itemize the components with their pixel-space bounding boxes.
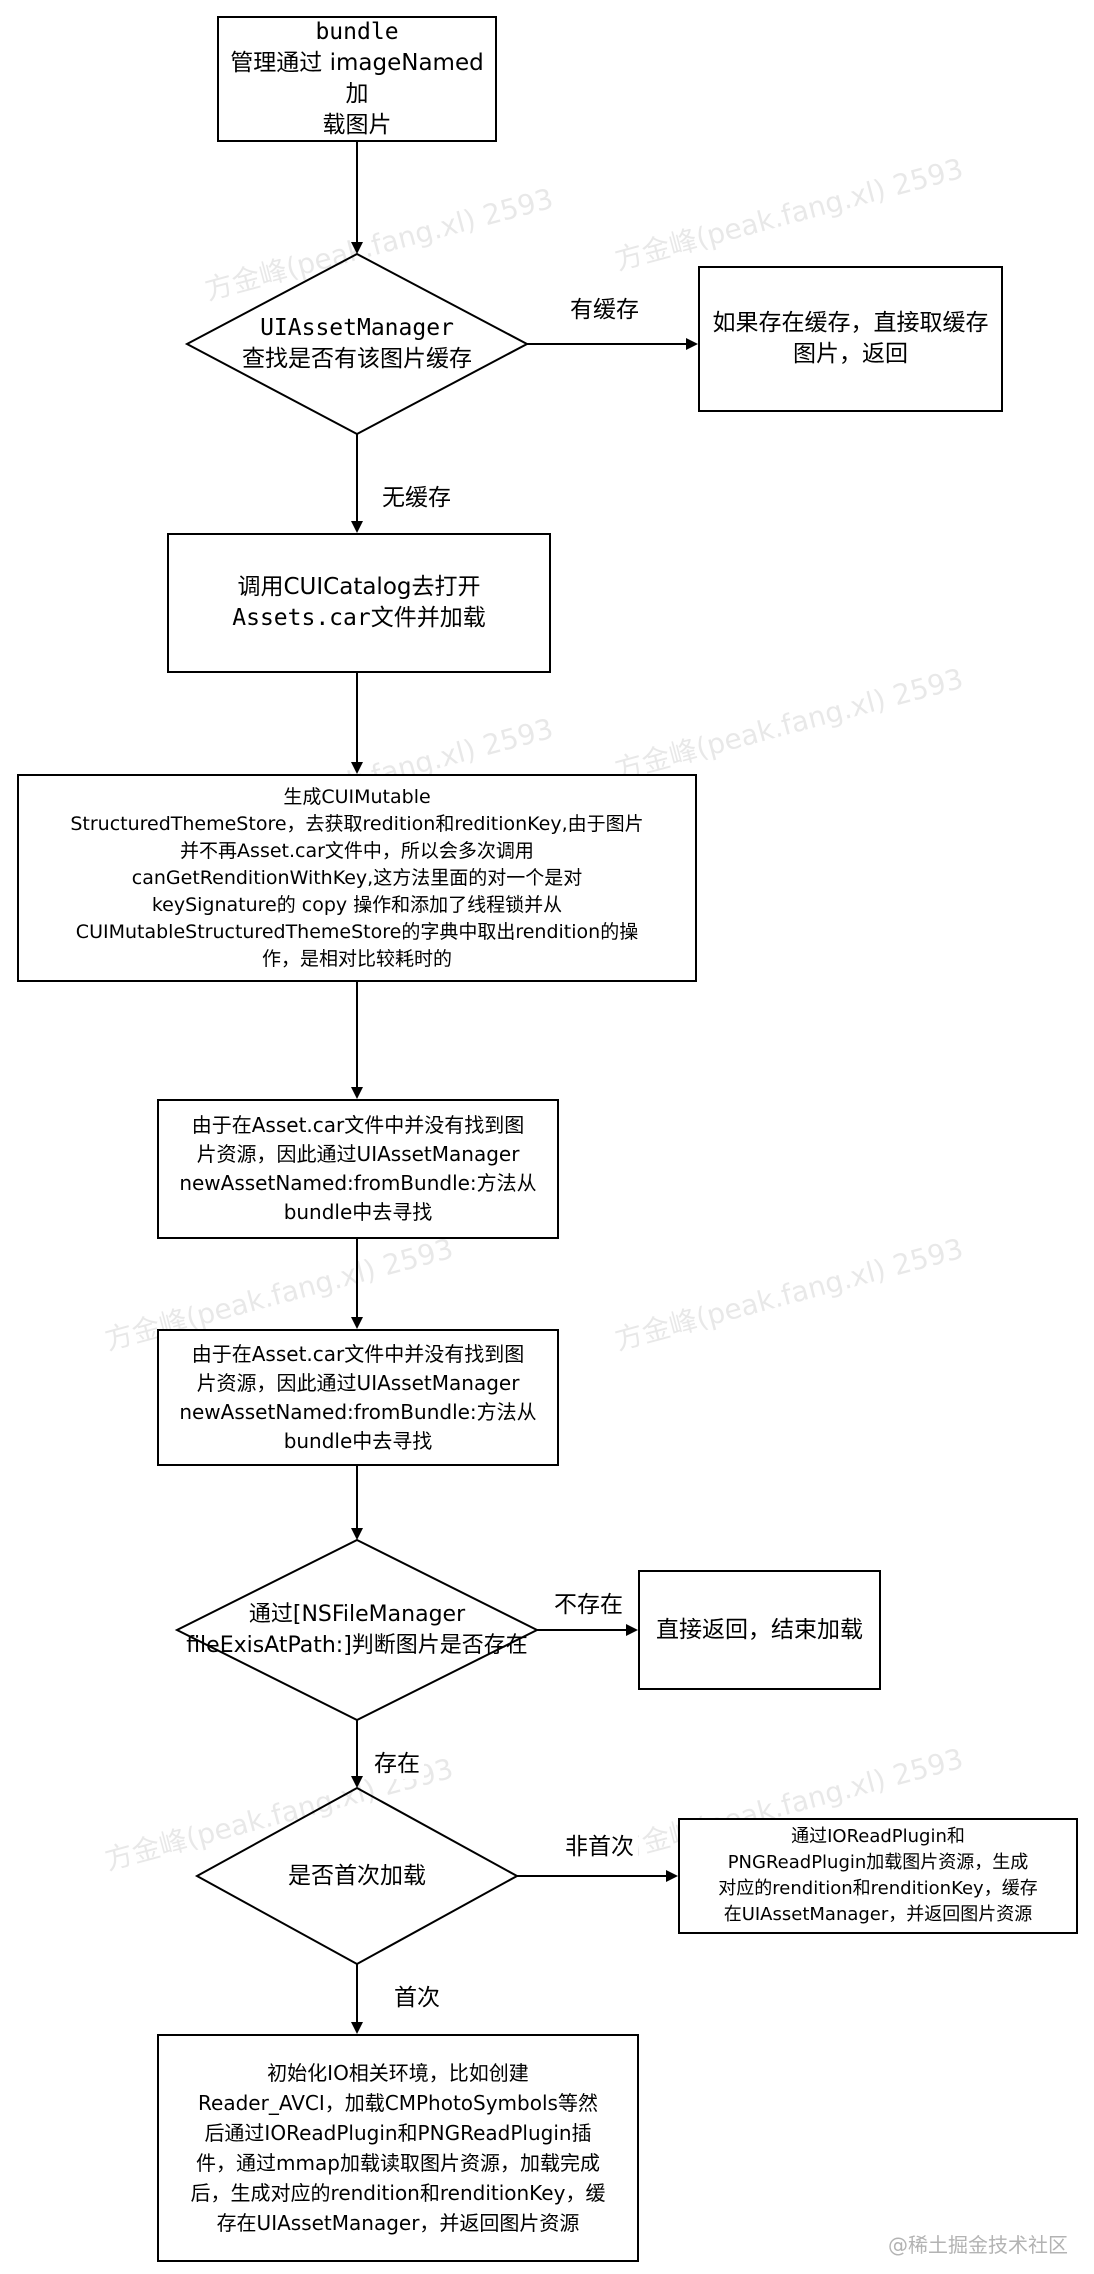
node-init-io-line: 初始化IO相关环境，比如创建 bbox=[267, 2061, 529, 2085]
edge-label-no-cache: 无缓存 bbox=[378, 483, 455, 513]
node-bundle-lookup-1-line: bundle中去寻找 bbox=[283, 1200, 433, 1224]
node-read-plugin-return-line: 在UIAssetManager，并返回图片资源 bbox=[723, 1904, 1033, 1925]
node-return-end: 直接返回，结束加载 bbox=[638, 1570, 881, 1690]
node-cache-return: 如果存在缓存，直接取缓存 图片，返回 bbox=[698, 266, 1003, 412]
site-credit: @稀土掘金技术社区 bbox=[888, 2233, 1068, 2257]
node-bundle-lookup-2-line: bundle中去寻找 bbox=[283, 1428, 433, 1453]
node-bundle-lookup-1-line: 片资源，因此通过UIAssetManager bbox=[196, 1142, 520, 1166]
node-theme-store: 生成CUIMutable StructuredThemeStore，去获取red… bbox=[17, 774, 697, 982]
node-open-catalog-line: 调用CUICatalog去打开 bbox=[237, 574, 481, 600]
node-bundle: bundle 管理通过 imageNamed加 载图片 bbox=[217, 16, 497, 142]
node-init-io-line: 后，生成对应的rendition和renditionKey，缓 bbox=[190, 2181, 606, 2205]
diamond-first-load-check-label: 是否首次加载 bbox=[237, 1856, 477, 1896]
node-return-end-line: 直接返回，结束加载 bbox=[656, 1616, 863, 1643]
node-theme-store-line: keySignature的 copy 操作和添加了线程锁并从 bbox=[151, 893, 563, 916]
node-theme-store-line: canGetRenditionWithKey,这方法里面的对一个是对 bbox=[131, 866, 583, 889]
node-read-plugin-return: 通过IOReadPlugin和 PNGReadPlugin加载图片资源，生成 对… bbox=[678, 1818, 1078, 1934]
node-cache-return-line: 如果存在缓存，直接取缓存 bbox=[712, 310, 989, 336]
node-init-io-line: 存在UIAssetManager，并返回图片资源 bbox=[216, 2211, 580, 2235]
node-theme-store-line: 作，是相对比较耗时的 bbox=[261, 947, 452, 970]
diamond-file-exists-check-label: 通过[NSFileManager fileExisAtPath:]判断图片是否存… bbox=[167, 1590, 547, 1670]
node-read-plugin-return-line: PNGReadPlugin加载图片资源，生成 bbox=[727, 1852, 1029, 1873]
node-read-plugin-return-line: 对应的rendition和renditionKey，缓存 bbox=[718, 1878, 1038, 1899]
diamond-file-exists-check-line: fileExisAtPath:]判断图片是否存在 bbox=[186, 1633, 528, 1658]
node-read-plugin-return-line: 通过IOReadPlugin和 bbox=[791, 1826, 965, 1847]
diamond-asset-manager-check-line: 查找是否有该图片缓存 bbox=[242, 346, 472, 372]
diamond-first-load-check-line: 是否首次加载 bbox=[288, 1862, 426, 1889]
node-init-io-line: 后通过IOReadPlugin和PNGReadPlugin插 bbox=[204, 2121, 592, 2145]
diamond-asset-manager-check-label: UIAssetManager 查找是否有该图片缓存 bbox=[207, 304, 507, 384]
node-bundle-line: 载图片 bbox=[322, 112, 392, 138]
node-init-io-line: 件，通过mmap加载读取图片资源，加载完成 bbox=[196, 2151, 600, 2175]
node-bundle-lookup-2-line: 由于在Asset.car文件中并没有找到图 bbox=[191, 1341, 525, 1366]
node-init-io-line: Reader_AVCI，加载CMPhotoSymbols等然 bbox=[198, 2091, 598, 2115]
node-bundle-line: 管理通过 imageNamed加 bbox=[230, 50, 484, 107]
node-bundle-lookup-1: 由于在Asset.car文件中并没有找到图 片资源，因此通过UIAssetMan… bbox=[157, 1099, 559, 1239]
edge-label-not-first: 非首次 bbox=[561, 1832, 638, 1862]
node-cache-return-line: 图片，返回 bbox=[793, 341, 908, 367]
node-bundle-lookup-2: 由于在Asset.car文件中并没有找到图 片资源，因此通过UIAssetMan… bbox=[157, 1329, 559, 1466]
edge-label-exist: 存在 bbox=[370, 1749, 424, 1779]
node-theme-store-line: 并不再Asset.car文件中，所以会多次调用 bbox=[180, 839, 534, 862]
diamond-file-exists-check-line: 通过[NSFileManager bbox=[248, 1602, 466, 1627]
diamond-asset-manager-check-line: UIAssetManager bbox=[260, 315, 454, 341]
node-theme-store-line: 生成CUIMutable bbox=[283, 785, 431, 808]
node-theme-store-line: CUIMutableStructuredThemeStore的字典中取出rend… bbox=[75, 920, 639, 943]
node-init-io: 初始化IO相关环境，比如创建 Reader_AVCI，加载CMPhotoSymb… bbox=[157, 2034, 639, 2262]
node-theme-store-line: StructuredThemeStore，去获取redition和reditio… bbox=[70, 812, 644, 835]
edge-label-first: 首次 bbox=[390, 1983, 444, 2013]
edge-label-not-exist: 不存在 bbox=[550, 1590, 627, 1620]
node-bundle-lookup-1-line: newAssetNamed:fromBundle:方法从 bbox=[179, 1171, 537, 1195]
node-bundle-line: bundle bbox=[315, 19, 399, 45]
node-bundle-lookup-2-line: newAssetNamed:fromBundle:方法从 bbox=[179, 1399, 537, 1424]
edge-label-has-cache: 有缓存 bbox=[566, 295, 643, 325]
node-open-catalog-line: Assets.car文件并加载 bbox=[232, 605, 486, 631]
node-bundle-lookup-2-line: 片资源，因此通过UIAssetManager bbox=[196, 1370, 520, 1395]
node-open-catalog: 调用CUICatalog去打开 Assets.car文件并加载 bbox=[167, 533, 551, 673]
node-bundle-lookup-1-line: 由于在Asset.car文件中并没有找到图 bbox=[191, 1113, 525, 1137]
